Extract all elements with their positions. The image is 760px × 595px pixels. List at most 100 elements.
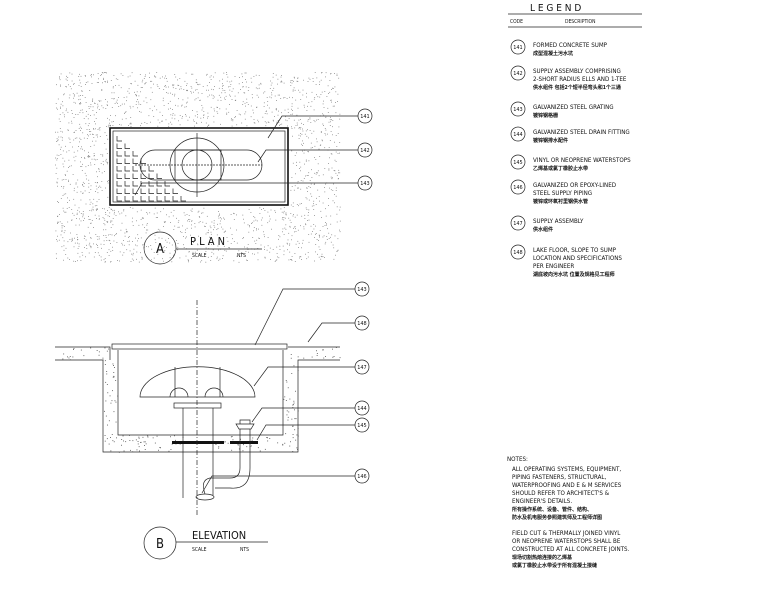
legend-description: 2-SHORT RADIUS ELLS AND 1-TEE	[533, 76, 627, 83]
leader-143	[134, 182, 358, 196]
legend-description-cn: 供水组件	[532, 226, 553, 233]
tag-e148: 148	[354, 315, 370, 331]
legend-code: 148	[513, 250, 522, 256]
leader-e146	[201, 475, 355, 494]
svg-text:146: 146	[357, 474, 366, 480]
legend-description: STEEL SUPPLY PIPING	[533, 190, 592, 197]
elevation-marker-circle	[143, 526, 177, 560]
svg-text:141: 141	[360, 114, 369, 120]
legend-title: L E G E N D	[530, 3, 581, 14]
legend-code-circle	[510, 126, 526, 142]
legend-description: GALVANIZED STEEL GRATING	[533, 104, 614, 111]
svg-text:143: 143	[357, 287, 366, 293]
elevation-scale-label: SCALE	[192, 547, 207, 553]
elbow-pipe	[203, 429, 251, 495]
note-line: PIPING FASTENERS, STRUCTURAL,	[512, 474, 607, 481]
legend-code-circle	[510, 179, 526, 195]
legend-code: 143	[513, 107, 522, 113]
legend-code: 145	[513, 160, 522, 166]
note-line-cn: 或氯丁橡胶止水带设于所有混凝土接缝	[512, 562, 597, 569]
note-line-cn: 现场切割热熔连接的乙烯基	[512, 554, 573, 561]
svg-text:142: 142	[360, 148, 369, 154]
legend-description: GALVANIZED OR EPOXY-LINED	[533, 182, 616, 189]
tag-141: 141	[357, 108, 373, 124]
note-line: OR NEOPRENE WATERSTOPS SHALL BE	[512, 538, 621, 545]
svg-text:147: 147	[357, 365, 366, 371]
svg-text:148: 148	[357, 321, 366, 327]
svg-text:144: 144	[357, 406, 366, 412]
legend-description: SUPPLY ASSEMBLY	[533, 218, 584, 225]
waterstop-1	[172, 441, 224, 444]
tag-e146: 146	[354, 468, 370, 484]
legend-code-circle	[510, 39, 526, 55]
waterstop-2	[230, 441, 258, 444]
grating-section	[111, 343, 288, 350]
note-line: WATERPROOFING AND E & M SERVICES	[512, 482, 622, 489]
note-line: CONSTRUCTED AT ALL CONCRETE JOINTS.	[512, 546, 630, 553]
legend-description-cn: 镀锌或环氧衬里钢供水管	[533, 198, 588, 205]
drain-fitting	[235, 419, 255, 430]
note-line: SHOULD REFER TO ARCHITECT'S &	[512, 490, 610, 497]
legend-description: LAKE FLOOR, SLOPE TO SUMP	[533, 247, 617, 254]
legend-code-circle	[510, 244, 526, 260]
tag-143: 143	[357, 175, 373, 191]
leader-141	[267, 115, 358, 139]
note-line: ENGINEER'S DETAILS.	[512, 498, 572, 505]
tag-e143: 143	[354, 281, 370, 297]
legend-code: 146	[513, 185, 522, 191]
legend-description-cn: 成型混凝土污水坑	[533, 50, 573, 57]
plan-view: 141 142 143 A P L A N SCALE NTS	[55, 72, 373, 265]
elevation-title: ELEVATION	[192, 529, 246, 542]
legend-description: VINYL OR NEOPRENE WATERSTOPS	[533, 157, 631, 164]
tag-e144: 144	[354, 400, 370, 416]
legend-item: 145 VINYL OR NEOPRENE WATERSTOPS乙烯基或氯丁橡胶止…	[510, 154, 631, 172]
flange	[173, 402, 222, 409]
legend-description-cn: 镀锌钢排水配件	[533, 137, 568, 144]
legend-description-cn: 供水组件 包括2个短半径弯头和1个三通	[532, 84, 621, 91]
supply-pipe	[182, 408, 214, 498]
notes-title: NOTES:	[507, 456, 528, 463]
legend-code: 147	[513, 221, 522, 227]
plan-marker-circle	[143, 231, 177, 265]
elevation-scale-value: NTS	[240, 547, 249, 553]
plan-title: P L A N	[190, 235, 225, 248]
legend-description-cn: 乙烯基或氯丁橡胶止水带	[533, 165, 588, 172]
grating-pattern	[116, 136, 186, 202]
note-line: FIELD CUT & THERMALLY JOINED VINYL	[512, 530, 621, 537]
svg-text:145: 145	[357, 423, 366, 429]
legend-description: FORMED CONCRETE SUMP	[533, 42, 608, 49]
concrete-stipple	[55, 72, 341, 263]
note-block: ALL OPERATING SYSTEMS, EQUIPMENT,PIPING …	[512, 466, 622, 521]
legend-code-circle	[510, 215, 526, 231]
legend-code: 144	[513, 132, 522, 138]
legend-description-cn: 湖底坡向污水坑 位置及规格见工程师	[533, 271, 615, 278]
tag-e145: 145	[354, 417, 370, 433]
leader-e144	[251, 407, 355, 423]
legend-code-circle	[510, 101, 526, 117]
legend-description: GALVANIZED STEEL DRAIN FITTING	[533, 129, 630, 136]
legend-description-cn: 镀锌钢格栅	[533, 112, 558, 119]
legend-code: 142	[513, 71, 522, 77]
leader-e148	[307, 322, 355, 343]
legend-description: LOCATION AND SPECIFICATIONS	[533, 255, 622, 262]
note-line-cn: 所有操作系统、设备、管件、结构、	[512, 506, 592, 513]
legend-col-description: DESCRIPTION	[565, 19, 595, 25]
pit-inner	[117, 350, 284, 436]
elevation-marker: B	[156, 537, 164, 552]
legend-description: PER ENGINEER	[533, 263, 574, 270]
leader-e145	[256, 424, 355, 441]
tag-e147: 147	[354, 359, 370, 375]
leader-e147	[253, 366, 355, 387]
elevation-view: 143 148 147 144 145 146 B ELEVATION SCAL…	[55, 281, 370, 560]
legend-col-code: CODE	[510, 19, 523, 25]
leader-142	[257, 149, 358, 163]
